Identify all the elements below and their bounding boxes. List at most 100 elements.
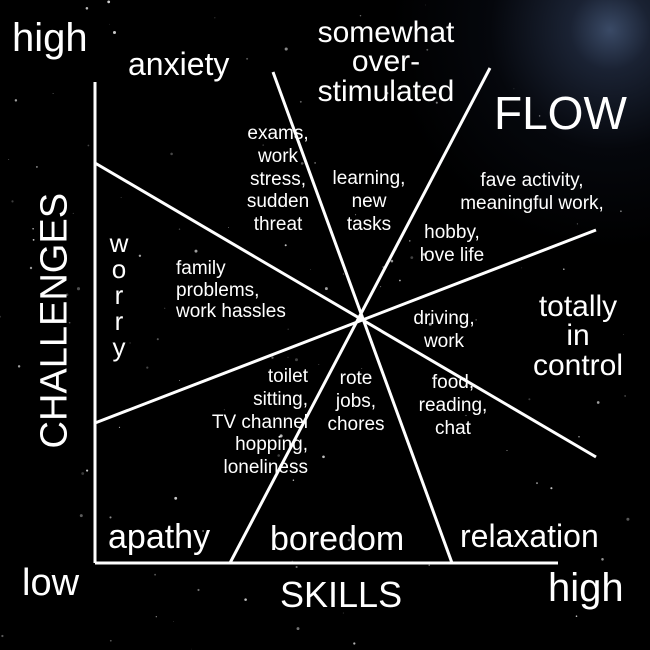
- state-control: totally in control: [532, 290, 624, 382]
- star: [320, 33, 322, 35]
- star: [112, 30, 117, 35]
- star: [314, 162, 316, 164]
- y-axis-title: CHALLENGES: [33, 192, 76, 449]
- star: [35, 165, 38, 168]
- star: [146, 366, 149, 369]
- star: [295, 565, 298, 569]
- examples-overstimulated: learning, new tasks: [332, 168, 406, 235]
- star: [300, 162, 304, 165]
- star: [390, 259, 394, 263]
- star: [295, 358, 298, 362]
- star: [32, 238, 35, 241]
- state-anxiety: anxiety: [128, 46, 230, 82]
- star: [17, 365, 21, 368]
- star: [578, 436, 580, 438]
- star: [138, 254, 142, 257]
- star: [118, 426, 121, 428]
- star: [428, 564, 430, 566]
- star: [279, 434, 283, 438]
- star: [284, 544, 287, 546]
- star: [528, 398, 531, 401]
- star: [382, 266, 384, 268]
- star: [521, 267, 523, 269]
- worry-letter: w: [109, 228, 129, 258]
- corner-high-challenges: high: [12, 16, 88, 60]
- star: [120, 197, 122, 198]
- star: [202, 530, 205, 532]
- star: [271, 356, 274, 359]
- examples-relaxation: food, reading, chat: [418, 372, 488, 439]
- star: [164, 307, 166, 309]
- star: [284, 47, 288, 51]
- corner-high-skills: high: [548, 566, 624, 610]
- star: [322, 455, 325, 459]
- star: [8, 159, 10, 160]
- star: [380, 286, 382, 288]
- star: [404, 55, 407, 57]
- examples-flow-2: hobby, love life: [419, 222, 485, 266]
- examples-boredom: rote jobs, chores: [327, 368, 385, 435]
- star: [287, 328, 289, 330]
- star: [76, 287, 81, 291]
- star: [1, 634, 4, 638]
- star: [324, 287, 328, 291]
- star: [580, 369, 582, 370]
- star: [32, 227, 34, 230]
- star: [402, 64, 404, 66]
- worry-letter: r: [114, 306, 124, 336]
- star: [299, 100, 302, 103]
- star: [342, 273, 344, 275]
- star: [11, 200, 14, 203]
- divider-anxiety-relaxation: [271, 71, 454, 564]
- star: [386, 92, 389, 95]
- star: [155, 616, 157, 618]
- star: [41, 230, 43, 232]
- corner-low: low: [22, 562, 80, 604]
- star: [14, 99, 18, 102]
- state-worry: w o r r y: [107, 230, 131, 360]
- star: [576, 223, 579, 225]
- star: [575, 615, 578, 617]
- star: [87, 144, 90, 147]
- star: [72, 212, 74, 214]
- star: [347, 538, 351, 542]
- star: [85, 7, 89, 10]
- star: [624, 395, 626, 397]
- star: [79, 514, 83, 518]
- star: [396, 249, 398, 251]
- star: [626, 517, 630, 521]
- star: [296, 627, 300, 631]
- star: [214, 17, 216, 19]
- star: [427, 99, 430, 102]
- star: [68, 321, 71, 324]
- star: [292, 479, 295, 482]
- star: [86, 469, 89, 472]
- star: [287, 356, 289, 358]
- divider-apathy-flow: [94, 228, 597, 425]
- star: [223, 409, 225, 411]
- star: [107, 0, 111, 4]
- star: [538, 115, 541, 117]
- star: [563, 268, 565, 271]
- star: [359, 14, 362, 17]
- worry-letter: r: [114, 280, 124, 310]
- star: [49, 572, 51, 574]
- examples-control: driving, work: [413, 308, 475, 352]
- star: [154, 573, 157, 576]
- examples-apathy: toilet sitting, TV channel hopping, lone…: [211, 366, 308, 479]
- star: [465, 414, 467, 417]
- star: [550, 487, 553, 490]
- star: [262, 144, 265, 146]
- examples-anxiety: exams, work stress, sudden threat: [246, 123, 310, 236]
- examples-flow-1: fave activity, meaningful work,: [460, 170, 604, 214]
- star: [52, 93, 54, 94]
- star: [179, 380, 181, 381]
- star: [513, 88, 515, 90]
- star: [129, 342, 131, 344]
- state-relaxation: relaxation: [460, 518, 599, 554]
- star: [361, 368, 363, 370]
- star: [310, 269, 312, 270]
- starfield: [0, 0, 630, 650]
- star: [284, 244, 287, 247]
- divider-flow-boredom: [228, 67, 492, 564]
